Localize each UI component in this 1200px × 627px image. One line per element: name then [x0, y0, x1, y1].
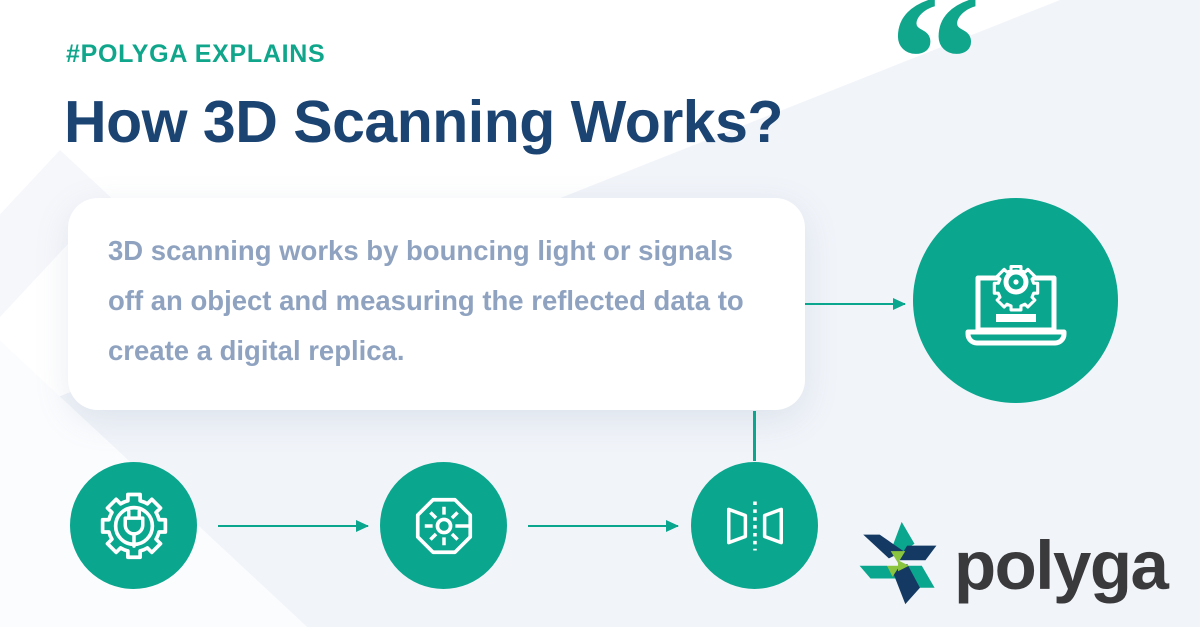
step-circle-light: [380, 462, 507, 589]
arrow-card-to-result: [805, 298, 906, 310]
description-card: 3D scanning works by bouncing light or s…: [68, 198, 805, 410]
brand-logo: polyga: [852, 520, 1169, 606]
result-circle: [913, 198, 1118, 403]
laptop-gear-icon: [962, 252, 1070, 350]
description-text: 3D scanning works by bouncing light or s…: [108, 235, 744, 366]
eyebrow-text: #POLYGA EXPLAINS: [66, 40, 326, 68]
step-circle-power: [70, 462, 197, 589]
mirrored-planes-icon: [720, 491, 790, 561]
page-title: How 3D Scanning Works?: [64, 89, 783, 155]
polyga-pinwheel-icon: [852, 520, 944, 606]
arrow-light-to-reflection: [528, 520, 679, 532]
connector-result-to-reflection: [753, 411, 756, 461]
octagon-light-burst-icon: [409, 491, 479, 561]
logo-wordmark: polyga: [954, 526, 1169, 604]
gear-plug-icon: [99, 491, 169, 561]
arrow-power-to-light: [218, 520, 369, 532]
quotation-mark-icon: “: [889, 0, 982, 162]
step-circle-reflection: [691, 462, 818, 589]
